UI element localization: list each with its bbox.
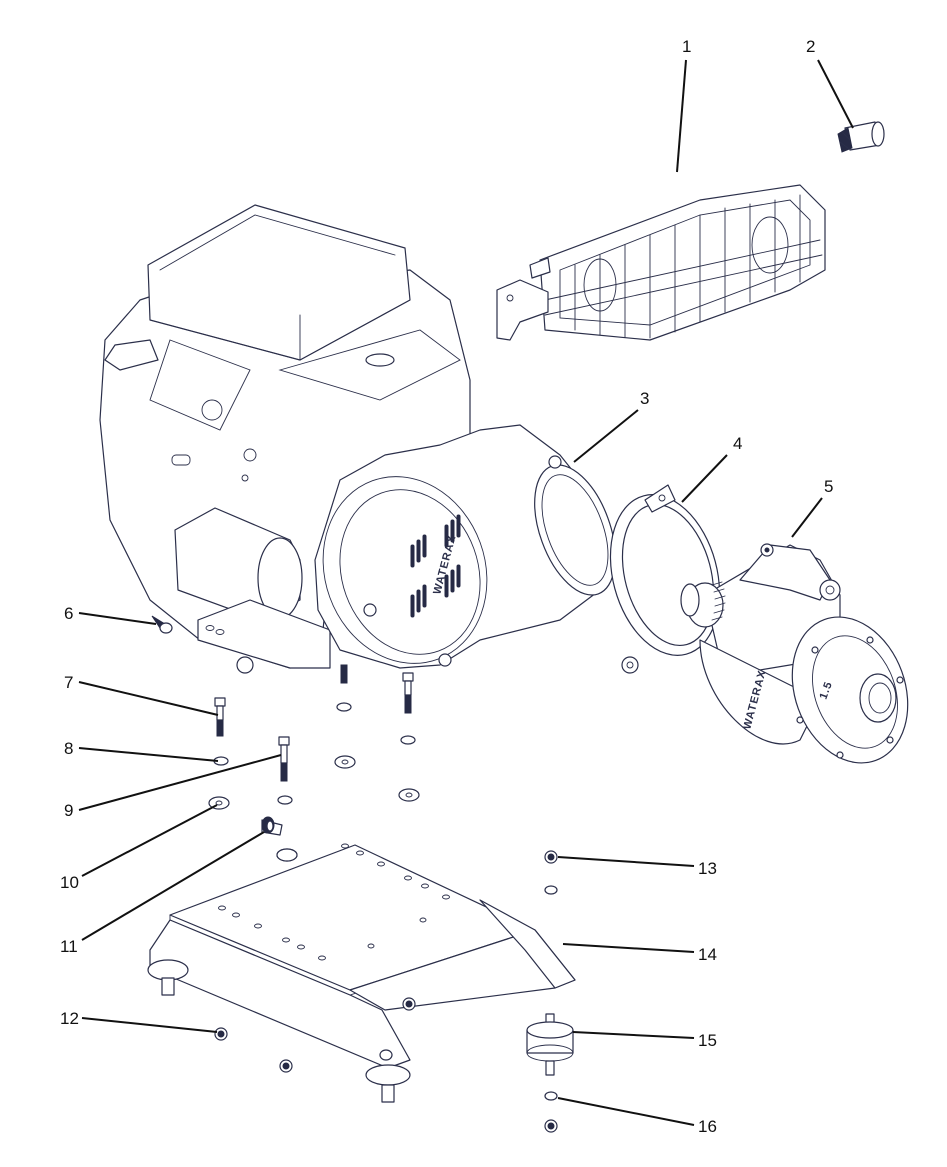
part-rubber-mount [526, 1013, 574, 1076]
leader-13 [557, 856, 695, 867]
callout-13: 13 [698, 859, 717, 878]
pump-size-marking: 1.5 [818, 680, 836, 701]
leader-3 [573, 409, 639, 463]
leader-15 [572, 1031, 695, 1039]
washers [208, 702, 558, 1101]
cooling-slots [410, 514, 461, 618]
callout-14: 14 [698, 945, 717, 964]
part-muffler-guard [496, 184, 826, 341]
leader-11 [81, 831, 265, 941]
part-adapter-housing: WATERAX [314, 424, 616, 669]
nuts [214, 850, 558, 1133]
leader-4 [681, 454, 728, 503]
callout-8: 8 [64, 739, 73, 758]
leader-16 [557, 1097, 695, 1126]
leader-1 [676, 59, 687, 173]
leader-7 [78, 681, 219, 716]
leader-9 [78, 754, 282, 811]
part-pump-head: WATERAX 1.5 [680, 543, 909, 764]
leader-8 [78, 747, 219, 762]
callout-5: 5 [824, 477, 833, 496]
callout-labels: 1 2 3 4 5 6 7 8 9 10 11 12 13 14 15 16 [60, 37, 833, 1136]
leader-10 [81, 804, 218, 877]
callout-10: 10 [60, 873, 79, 892]
leader-5 [791, 497, 823, 538]
callout-3: 3 [640, 389, 649, 408]
part-bolt-right [402, 672, 414, 714]
callout-15: 15 [698, 1031, 717, 1050]
part-v-band-clamp [609, 484, 721, 674]
part-engine [99, 204, 471, 674]
leader-2 [817, 59, 854, 129]
leader-lines [78, 59, 854, 1126]
callout-7: 7 [64, 673, 73, 692]
callout-11: 11 [60, 937, 78, 956]
callout-9: 9 [64, 801, 73, 820]
leader-12 [81, 1017, 218, 1033]
part-hose-clip [151, 615, 173, 634]
part-base-frame [147, 843, 576, 1103]
part-bolt-center [340, 664, 348, 684]
callout-2: 2 [806, 37, 815, 56]
callout-1: 1 [682, 37, 691, 56]
part-cable-clamp [261, 816, 283, 836]
part-spark-arrestor [837, 121, 885, 153]
leader-6 [78, 612, 157, 625]
callout-6: 6 [64, 604, 73, 623]
mounting-holes [218, 843, 450, 961]
part-bolt-9 [278, 736, 290, 782]
callout-16: 16 [698, 1117, 717, 1136]
leader-14 [562, 943, 695, 953]
callout-12: 12 [60, 1009, 79, 1028]
part-bolt-7 [214, 697, 226, 737]
callout-4: 4 [733, 434, 742, 453]
